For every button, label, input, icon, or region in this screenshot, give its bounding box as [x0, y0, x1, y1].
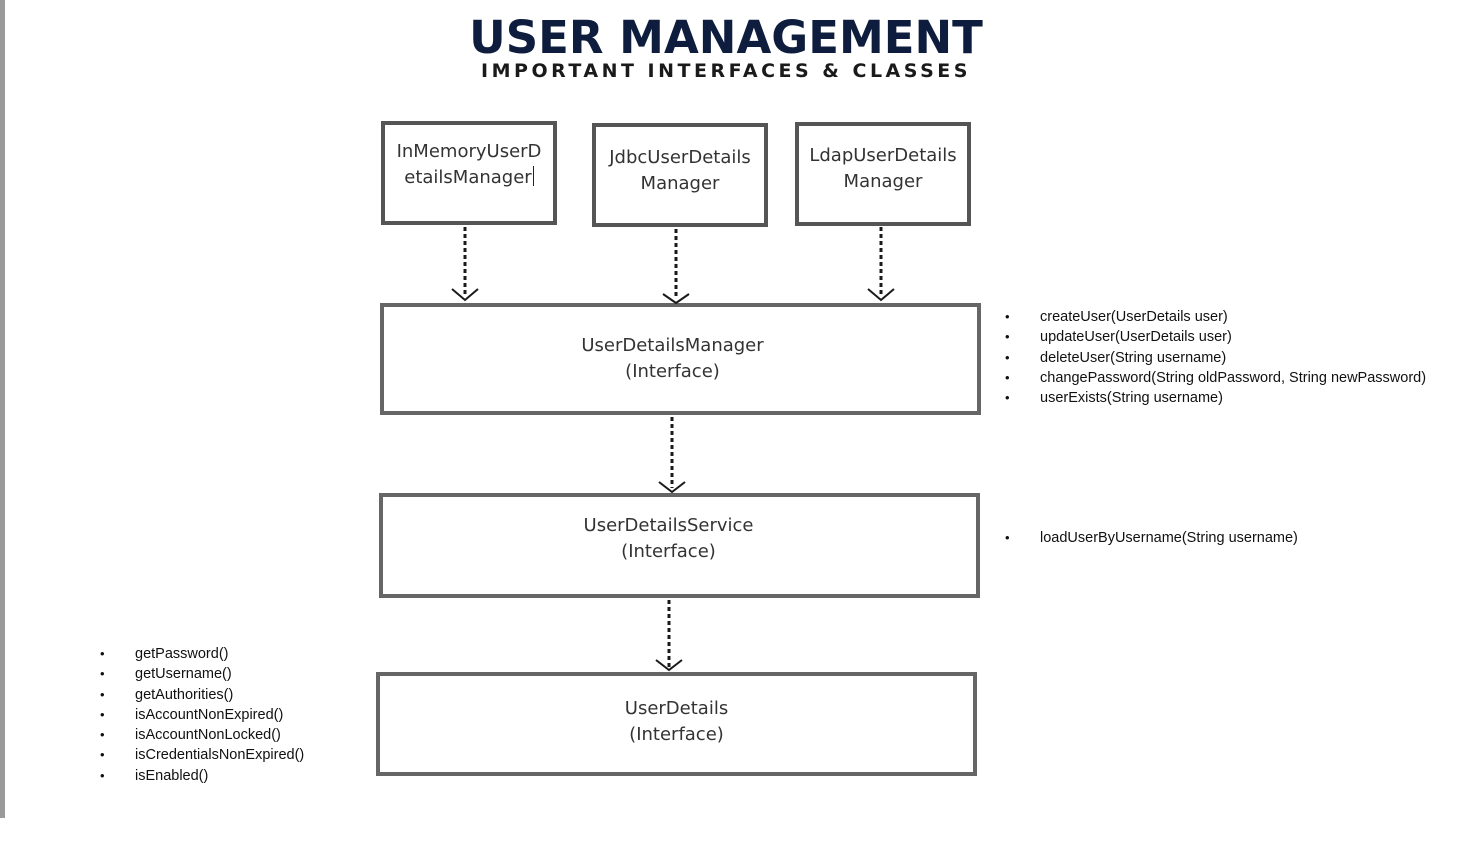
method-item: • deleteUser(String username) [1005, 348, 1426, 368]
user-details-kind: (Interface) [629, 724, 724, 745]
ldap-box-line2: Manager [843, 171, 923, 192]
method-text: loadUserByUsername(String username) [1040, 530, 1298, 546]
method-text: isAccountNonLocked() [135, 727, 281, 744]
bullet-icon: • [1005, 349, 1010, 365]
user-details-service-methods: • loadUserByUsername(String username) [1005, 528, 1298, 548]
arrowhead-jdbc [662, 293, 690, 305]
method-item: • isAccountNonExpired() [100, 705, 304, 725]
arrowhead-manager-to-service [658, 481, 686, 494]
page-subtitle: IMPORTANT INTERFACES & CLASSES [481, 60, 971, 82]
method-text: getAuthorities() [135, 686, 234, 703]
bullet-icon: • [1005, 390, 1010, 406]
method-item: • updateUser(UserDetails user) [1005, 327, 1426, 347]
method-item: • userExists(String username) [1005, 388, 1426, 408]
method-item: • isEnabled() [100, 766, 304, 786]
method-item: • isCredentialsNonExpired() [100, 745, 304, 765]
method-text: getPassword() [135, 646, 229, 662]
user-details-methods: • getPassword() • getUsername() • getAuthor… [100, 644, 304, 786]
inmemory-box-line2: etailsManager [404, 167, 532, 188]
method-item: • isAccountNonLocked() [100, 725, 304, 745]
bullet-icon: • [1005, 369, 1010, 385]
user-details-name: UserDetails [624, 698, 729, 719]
bullet-icon: • [1005, 530, 1010, 545]
jdbc-box-line2: Manager [640, 173, 720, 194]
arrowhead-inmemory [451, 288, 479, 302]
method-item: • loadUserByUsername(String username) [1005, 528, 1298, 548]
method-text: isAccountNonExpired() [135, 706, 284, 723]
method-item: • getPassword() [100, 644, 304, 664]
method-text: updateUser(UserDetails user) [1040, 329, 1232, 346]
method-text: isCredentialsNonExpired() [135, 747, 305, 764]
user-details-manager-kind: (Interface) [625, 361, 720, 382]
bullet-icon: • [100, 747, 105, 763]
user-details-service-name: UserDetailsService [583, 514, 754, 536]
method-item: • getUsername() [100, 664, 304, 684]
method-item: • createUser(UserDetails user) [1005, 307, 1426, 327]
user-details-service-kind: (Interface) [621, 540, 716, 562]
method-item: • getAuthorities() [100, 685, 304, 705]
user-details-service-box: UserDetailsService (Interface) [379, 493, 980, 598]
jdbc-box-line1: JdbcUserDetails [609, 147, 751, 168]
user-details-manager-box: UserDetailsManager (Interface) [380, 303, 981, 415]
method-text: deleteUser(String username) [1040, 349, 1227, 366]
left-edge-rule [0, 0, 5, 818]
ldap-box-line1: LdapUserDetails [809, 145, 957, 166]
arrowhead-ldap [867, 288, 895, 302]
method-item: • changePassword(String oldPassword, Stri… [1005, 368, 1426, 388]
ldap-user-details-manager-box: LdapUserDetails Manager [795, 122, 971, 226]
text-cursor [532, 166, 534, 186]
method-text: isEnabled() [135, 767, 209, 784]
user-details-manager-methods: • createUser(UserDetails user) • updateUse… [1005, 307, 1426, 408]
bullet-icon: • [1005, 309, 1010, 324]
inmemory-box-line1: InMemoryUserD [396, 141, 542, 162]
bullet-icon: • [100, 686, 105, 702]
bullet-icon: • [100, 767, 105, 783]
method-text: changePassword(String oldPassword, Strin… [1040, 369, 1427, 386]
page-title: USER MANAGEMENT [469, 11, 983, 64]
bullet-icon: • [100, 666, 105, 682]
arrowhead-service-to-details [655, 659, 683, 672]
inmemory-user-details-manager-box: InMemoryUserD etailsManager [381, 121, 557, 225]
bullet-icon: • [100, 706, 105, 722]
bullet-icon: • [100, 727, 105, 743]
method-text: createUser(UserDetails user) [1040, 309, 1228, 325]
bullet-icon: • [100, 646, 105, 661]
user-details-box: UserDetails (Interface) [376, 672, 977, 776]
method-text: getUsername() [135, 666, 232, 683]
jdbc-user-details-manager-box: JdbcUserDetails Manager [592, 123, 768, 227]
user-details-manager-name: UserDetailsManager [581, 335, 764, 356]
method-text: userExists(String username) [1040, 390, 1223, 407]
bullet-icon: • [1005, 329, 1010, 345]
